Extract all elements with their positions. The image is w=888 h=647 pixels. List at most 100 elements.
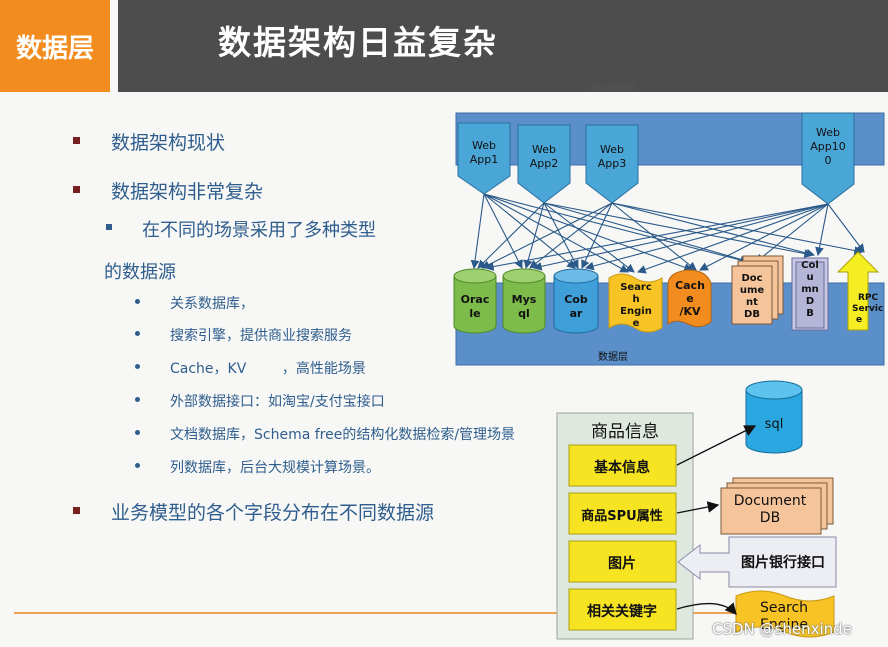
source-label: nt (746, 297, 758, 308)
source-label: Engin (620, 306, 652, 317)
subbullet-continuation: 的数据源 (104, 262, 176, 283)
source-label: le (469, 307, 480, 320)
arrow-keywords-to-search (676, 602, 737, 615)
cache-kv-source: Cach e /KV (667, 269, 712, 328)
app-source-arrows (470, 193, 865, 274)
source-label: Orac (461, 293, 490, 306)
web-app100: Web App10 0 (801, 112, 855, 205)
source-label: DB (744, 309, 760, 320)
app-label: App10 (810, 140, 846, 153)
source-label: Cach (675, 279, 705, 292)
item-external-api: 外部数据接口：如淘宝/支付宝接口 (135, 391, 385, 411)
target-label: Search (760, 600, 808, 616)
item-text: 关系数据库， (170, 296, 254, 312)
source-label: ql (518, 307, 530, 320)
panel-title: 商品信息 (591, 422, 659, 442)
section-tag-label: 数据层 (15, 33, 94, 64)
rpc-service-source: RPC Servic e (836, 251, 883, 331)
source-label: e (633, 318, 640, 329)
item-text: 外部数据接口：如淘宝/支付宝接口 (170, 394, 385, 410)
data-layer-label: 数据层 (598, 350, 628, 363)
source-label: mn (801, 284, 819, 295)
bullet-text: 数据架构现状 (111, 132, 226, 154)
source-label: RPC (858, 293, 879, 303)
source-label: /KV (679, 305, 701, 318)
item-relational-db: 关系数据库， (135, 293, 254, 313)
bullet-text: 在不同的场景采用了多种类型 (142, 220, 376, 241)
image-bank-api-target: 图片银行接口 (677, 536, 837, 588)
app-label: App3 (598, 157, 627, 170)
arrow-spu-to-document (676, 501, 720, 514)
footer-divider (14, 612, 744, 614)
arrow-basic-to-sql (676, 425, 757, 466)
item-text: 列数据库，后台大规模计算场景。 (170, 460, 380, 476)
field-label: 图片 (608, 555, 636, 572)
target-label: 图片银行接口 (741, 554, 825, 571)
target-label: DB (760, 510, 780, 526)
column-db-source: Col u mn D B (791, 257, 829, 331)
bullet-business-model: 业务模型的各个字段分布在不同数据源 (73, 498, 435, 525)
field-images (568, 540, 677, 583)
source-label: Mys (512, 293, 537, 306)
field-spu-attributes (568, 492, 677, 535)
web-app2: Web App2 (517, 124, 571, 204)
field-label: 基本信息 (594, 459, 650, 476)
bullet-text: 数据架构非常复杂 (111, 181, 264, 203)
source-label: B (806, 308, 814, 319)
field-label: 相关关键字 (587, 603, 657, 620)
item-text: 文档数据库，Schema free的结构化数据检索/管理场景 (170, 427, 516, 443)
app-layer-label: 网站应用层 (590, 82, 635, 94)
source-label: Col (801, 260, 819, 271)
cobar-db: Cob ar (553, 268, 599, 334)
section-tag: 数据层 (0, 0, 110, 92)
mysql-db: Mys ql (502, 268, 546, 334)
item-search-engine: 搜索引擎，提供商业搜索服务 (135, 325, 352, 345)
csdn-watermark: CSDN @shenxinde (712, 620, 852, 638)
source-label: D (806, 296, 814, 307)
oracle-db: Orac le (453, 268, 497, 334)
web-app1: Web App1 (457, 122, 511, 195)
web-app3: Web App3 (585, 124, 639, 204)
field-basic-info (568, 444, 677, 487)
target-label: sql (765, 417, 784, 432)
source-label: ar (570, 307, 583, 320)
subbullet-multiple-sources: 在不同的场景采用了多种类型 (106, 216, 376, 242)
source-label: ume (740, 285, 765, 296)
item-document-db: 文档数据库，Schema free的结构化数据检索/管理场景 (135, 424, 516, 444)
slide-title: 数据架构日益复杂 (218, 23, 498, 62)
source-label: h (632, 294, 639, 305)
app-label: App2 (530, 157, 559, 170)
item-text: Cache，KV ，高性能场景 (170, 361, 366, 377)
source-label: u (806, 272, 813, 283)
field-keywords (568, 588, 677, 631)
target-label: Document (734, 493, 807, 509)
document-db-source: Doc ume nt DB (731, 255, 784, 325)
source-label: e (686, 292, 693, 305)
item-text: 搜索引擎，提供商业搜索服务 (170, 328, 352, 344)
source-label: Searc (620, 282, 652, 293)
item-column-db: 列数据库，后台大规模计算场景。 (135, 457, 380, 477)
source-label: e (856, 315, 862, 325)
sql-target: sql (745, 380, 803, 454)
app-label: Web (472, 139, 496, 152)
title-bar: 数据架构日益复杂 (118, 0, 888, 92)
search-engine-target: Search Engine (735, 590, 835, 638)
bullet-architecture-status: 数据架构现状 (73, 128, 226, 155)
app-label: Web (816, 126, 840, 139)
item-cache-kv: Cache，KV ，高性能场景 (135, 358, 366, 378)
source-label: Cob (564, 293, 588, 306)
bullet-architecture-complex: 数据架构非常复杂 (73, 177, 264, 204)
search-engine-source: Searc h Engin e (608, 273, 663, 333)
app-label: Web (532, 143, 556, 156)
source-label: Servic (852, 304, 883, 314)
product-info-panel: 商品信息 基本信息 商品SPU属性 图片 相关关键字 (556, 412, 694, 640)
source-label: Doc (741, 273, 762, 284)
field-label: 商品SPU属性 (581, 508, 662, 524)
target-label: Engine (760, 617, 808, 633)
bullet-text: 业务模型的各个字段分布在不同数据源 (111, 502, 435, 524)
document-db-target: Document DB (720, 477, 834, 535)
app-label: App1 (470, 153, 499, 166)
app-label: Web (600, 143, 624, 156)
app-label: 0 (825, 154, 832, 167)
